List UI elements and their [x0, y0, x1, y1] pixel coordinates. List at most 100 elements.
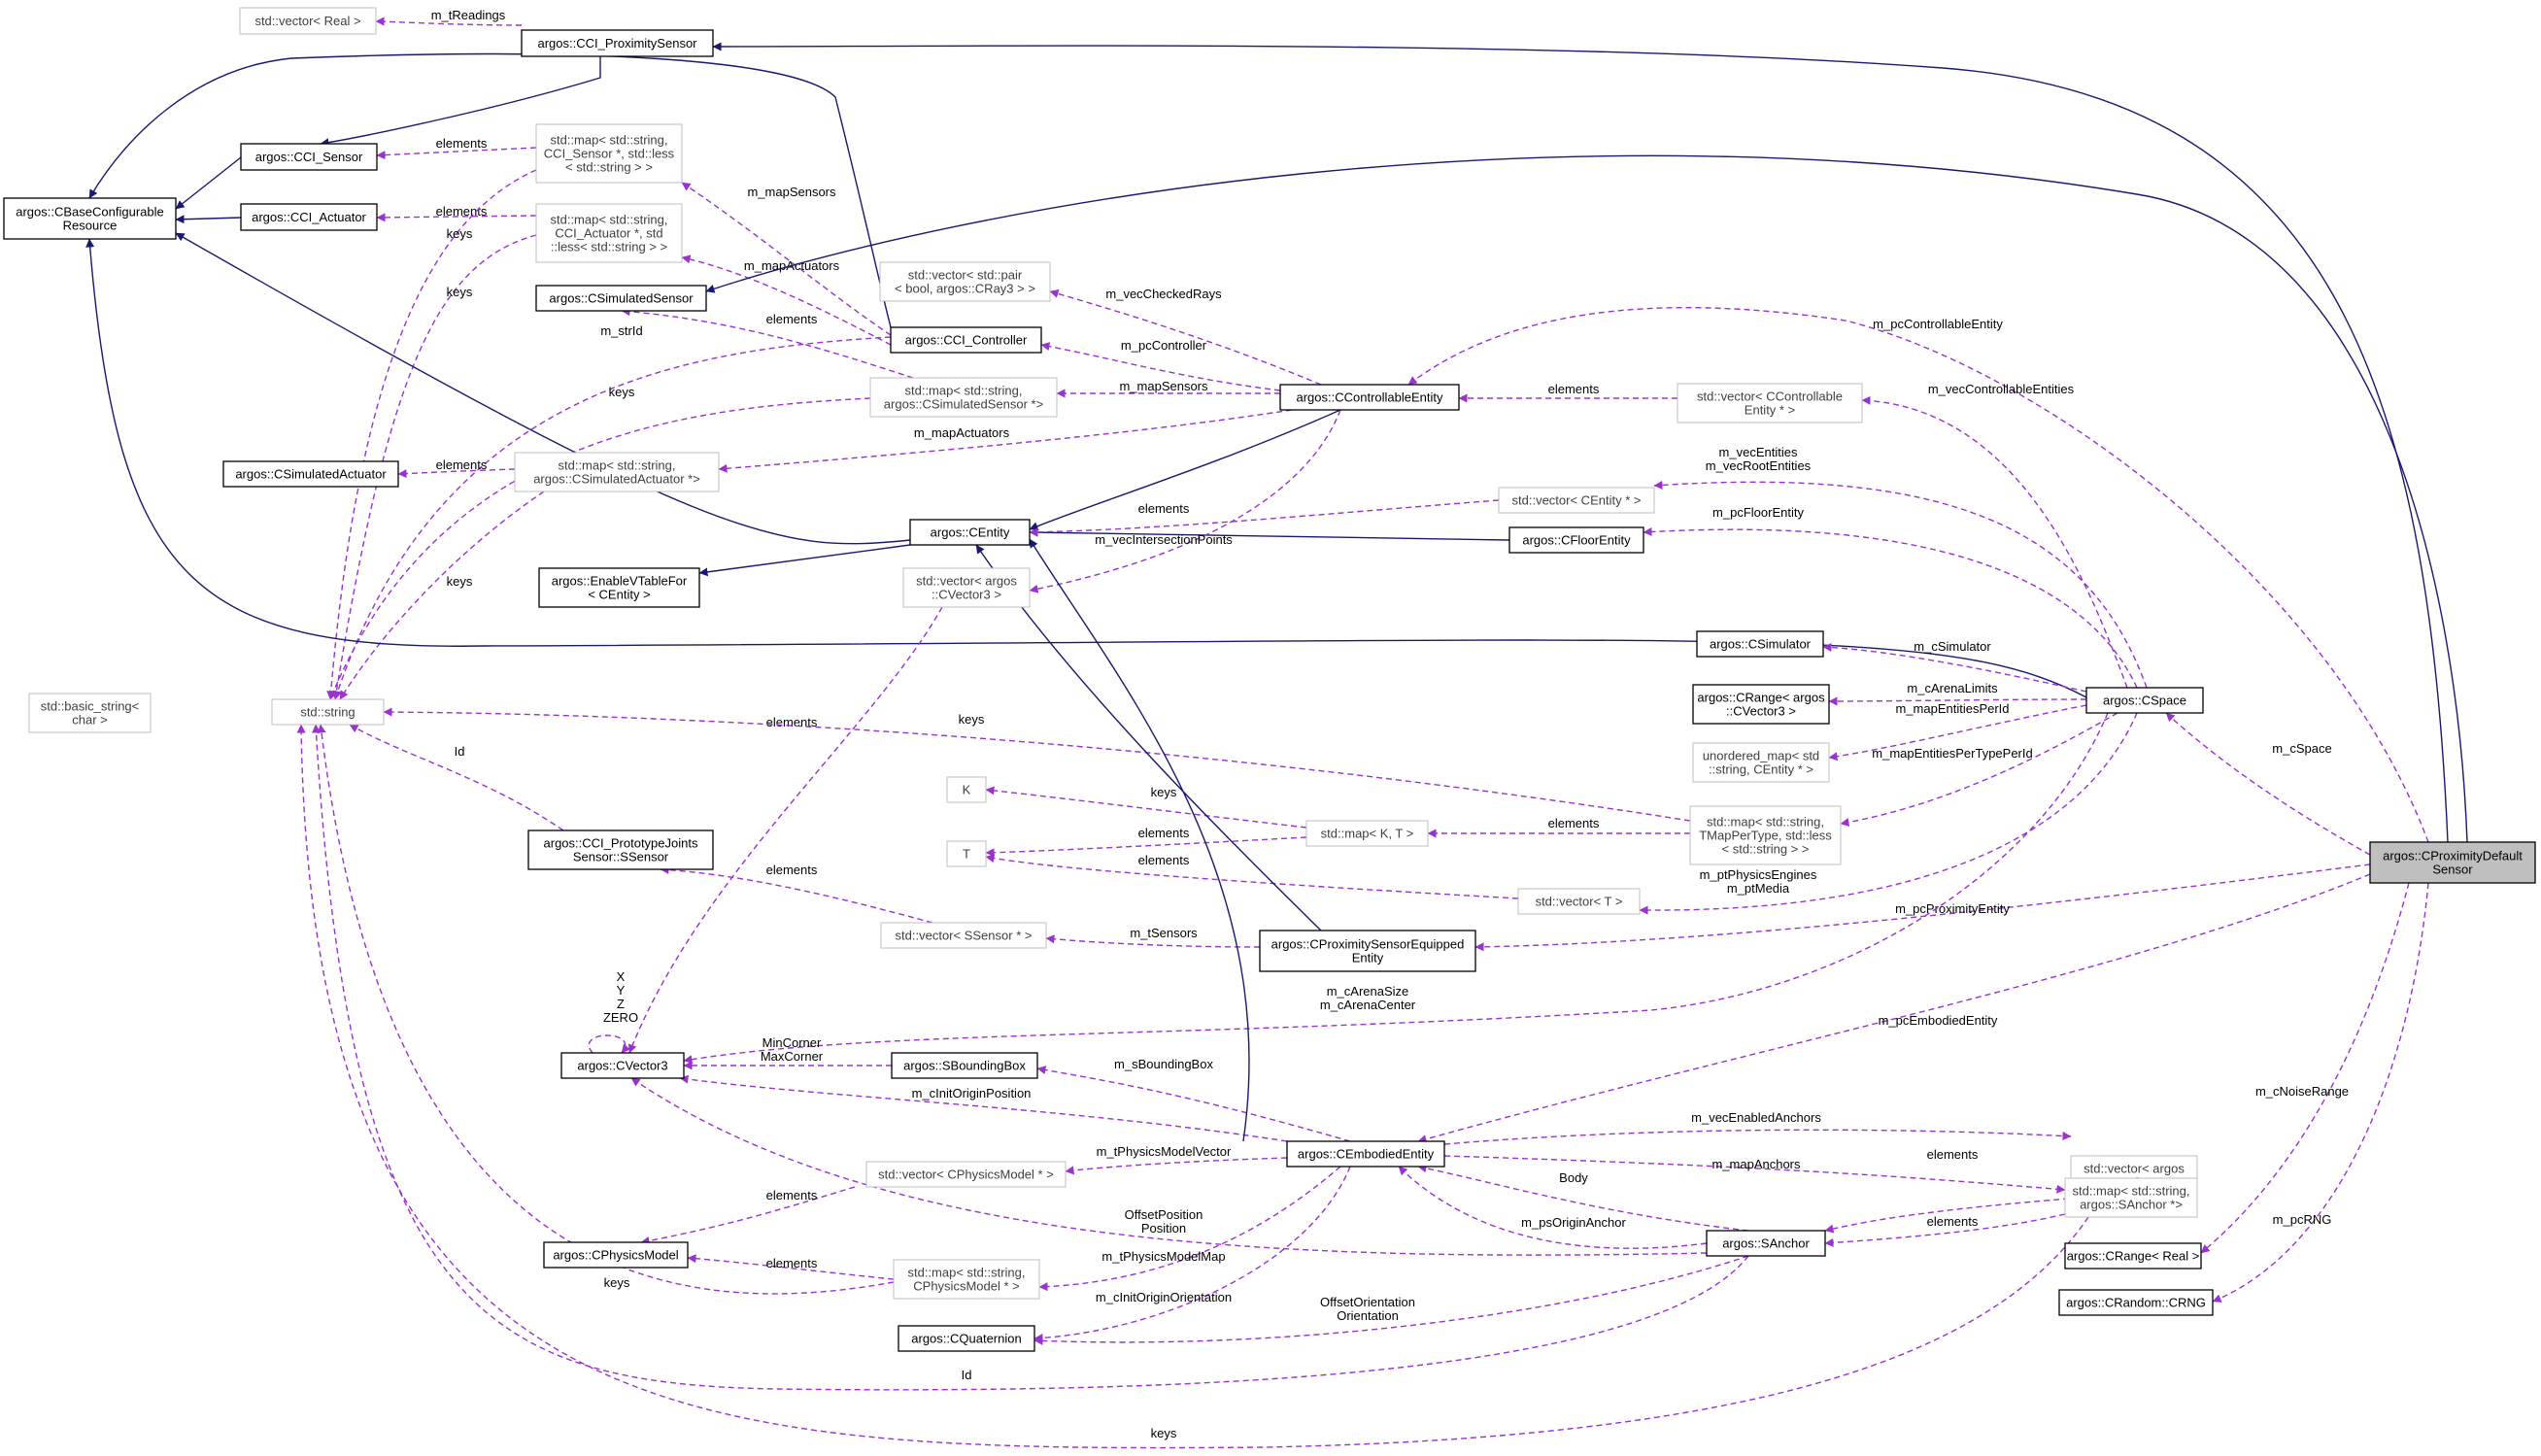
- node-label-line: std::vector< argos: [2084, 1162, 2185, 1176]
- class-node-ccontrollable[interactable]: argos::CControllableEntity: [1279, 384, 1460, 411]
- edge-path: [627, 606, 943, 1054]
- class-node-cembodied[interactable]: argos::CEmbodiedEntity: [1286, 1140, 1445, 1168]
- class-node-cspace[interactable]: argos::CSpace: [2085, 687, 2204, 714]
- node-box: [2058, 1289, 2214, 1316]
- edge-label: elements: [1138, 826, 1190, 840]
- class-node-K[interactable]: K: [946, 776, 987, 803]
- edge-label-line: m_tPhysicsModelVector: [1097, 1144, 1232, 1159]
- node-label-line: argos::CSimulator: [1710, 637, 1812, 652]
- node-label: argos::CRange< argos::CVector3 >: [1697, 691, 1825, 719]
- class-node-vec-T[interactable]: std::vector< T >: [1517, 888, 1641, 915]
- class-node-sbbox[interactable]: argos::SBoundingBox: [891, 1052, 1038, 1079]
- edge-label: elements: [436, 457, 488, 472]
- class-node-cquaternion[interactable]: argos::CQuaternion: [898, 1325, 1035, 1352]
- usage-edge: keys: [317, 724, 895, 1295]
- edge-label-line: MinCorner: [762, 1035, 822, 1050]
- usage-edge: m_vecIntersectionPoints: [1029, 409, 1341, 593]
- class-node-crange-real[interactable]: argos::CRange< Real >: [2064, 1242, 2202, 1270]
- node-label: argos::CPhysicsModel: [553, 1248, 678, 1263]
- usage-edge: keys: [331, 234, 537, 700]
- edge-label-line: Id: [455, 744, 465, 759]
- edge-label: m_cNoiseRange: [2255, 1084, 2349, 1099]
- class-node-std-string[interactable]: std::string: [271, 698, 385, 726]
- class-node-vec-pair[interactable]: std::vector< std::pair< bool, argos::CRa…: [879, 261, 1051, 302]
- class-node-cci-actuator[interactable]: argos::CCI_Actuator: [240, 203, 378, 231]
- edge-path: [2165, 712, 2371, 856]
- node-box: [1706, 1230, 1826, 1257]
- node-label: argos::CRandom::CRNG: [2066, 1296, 2206, 1310]
- edge-label-line: m_cArenaCenter: [1320, 998, 1416, 1012]
- class-node-vec-cphysics[interactable]: std::vector< CPhysicsModel * >: [865, 1161, 1067, 1188]
- edge-path: [1398, 1166, 1708, 1249]
- class-node-basic-string[interactable]: std::basic_string<char >: [28, 693, 152, 733]
- class-node-map-cci-actuator[interactable]: std::map< std::string,CCI_Actuator *, st…: [535, 203, 683, 263]
- edge-path: [1822, 642, 2087, 693]
- edge-label: Id: [962, 1368, 972, 1382]
- edge-path: [698, 544, 911, 577]
- class-node-crng[interactable]: argos::CRandom::CRNG: [2058, 1289, 2214, 1316]
- class-node-map-csim-actuator[interactable]: std::map< std::string,argos::CSimulatedA…: [514, 452, 720, 492]
- node-box: [535, 203, 683, 263]
- inheritance-edge: [175, 215, 242, 224]
- class-node-vec-cvector3[interactable]: std::vector< argos::CVector3 >: [902, 567, 1031, 608]
- class-node-vec-ssensor[interactable]: std::vector< SSensor * >: [880, 922, 1047, 949]
- class-node-cci-sensor[interactable]: argos::CCI_Sensor: [240, 143, 378, 171]
- class-node-cvector3[interactable]: argos::CVector3: [560, 1052, 685, 1079]
- edge-label: m_pcRNG: [2273, 1212, 2332, 1227]
- usage-edge: m_vecCheckedRays: [1049, 287, 1322, 386]
- class-node-map-sanchor[interactable]: std::map< std::string,argos::SAnchor *>: [2064, 1177, 2198, 1218]
- class-node-cphysics[interactable]: argos::CPhysicsModel: [543, 1241, 689, 1269]
- usage-edge: elements: [376, 136, 537, 160]
- class-node-csim-sensor[interactable]: argos::CSimulatedSensor: [535, 285, 707, 312]
- usage-edge: m_cInitOriginOrientation: [1033, 1166, 1351, 1342]
- class-node-cci-prox[interactable]: argos::CCI_ProximitySensor: [521, 29, 714, 57]
- edge-label-line: m_sBoundingBox: [1114, 1057, 1213, 1071]
- node-box: [521, 29, 714, 57]
- class-node-map-csim-sensor[interactable]: std::map< std::string,argos::CSimulatedS…: [869, 377, 1058, 418]
- class-node-csimulator[interactable]: argos::CSimulator: [1696, 630, 1824, 658]
- edge-label-line: m_pcFloorEntity: [1712, 505, 1804, 520]
- edge-label-line: keys: [447, 574, 473, 589]
- node-label-line: argos::CSimulatedActuator: [235, 467, 387, 482]
- node-box: [1508, 526, 1644, 554]
- class-node-cfloor[interactable]: argos::CFloorEntity: [1508, 526, 1644, 554]
- node-label-line: std::map< std::string,: [1707, 815, 1824, 830]
- node-label-line: std::map< std::string,: [550, 213, 667, 227]
- class-node-crange-cvector3[interactable]: argos::CRange< argos::CVector3 >: [1692, 684, 1830, 725]
- class-node-sanchor[interactable]: argos::SAnchor: [1706, 1230, 1826, 1257]
- class-node-map-tmap[interactable]: std::map< std::string,TMapPerType, std::…: [1689, 805, 1842, 865]
- usage-edge: elements: [397, 457, 516, 479]
- edge-label-line: m_pcControllableEntity: [1873, 317, 2003, 331]
- edge-path: [326, 169, 537, 700]
- class-node-cci-controller[interactable]: argos::CCI_Controller: [890, 326, 1042, 354]
- class-node-T[interactable]: T: [946, 840, 987, 867]
- class-node-map-cphysics[interactable]: std::map< std::string,CPhysicsModel * >: [893, 1259, 1040, 1300]
- usage-edge: elements: [640, 1186, 856, 1245]
- class-node-csim-actuator[interactable]: argos::CSimulatedActuator: [222, 460, 399, 488]
- edge-label-line: X: [617, 969, 626, 984]
- usage-edge: m_mapEntitiesPerId: [1828, 701, 2087, 762]
- class-node-enable-vtable[interactable]: argos::EnableVTableFor< CEntity >: [538, 567, 700, 608]
- class-node-unordered-map[interactable]: unordered_map< std::string, CEntity * >: [1692, 742, 1830, 783]
- edge-label: keys: [1151, 1426, 1177, 1440]
- class-node-vec-centity[interactable]: std::vector< CEntity * >: [1498, 487, 1655, 514]
- edge-path: [1040, 342, 1281, 391]
- edge-label-line: keys: [604, 1275, 630, 1290]
- edge-path: [1049, 289, 1322, 386]
- node-box: [890, 326, 1042, 354]
- class-node-centity[interactable]: argos::CEntity: [909, 519, 1031, 546]
- class-node-map-cci-sensor[interactable]: std::map< std::string,CCI_Sensor *, std:…: [535, 123, 683, 184]
- edge-path: [1417, 873, 2371, 1144]
- class-node-vector-real[interactable]: std::vector< Real >: [239, 7, 377, 35]
- node-label: std::map< std::string,CCI_Actuator *, st…: [550, 213, 667, 254]
- class-node-map-KT[interactable]: std::map< K, T >: [1305, 820, 1429, 847]
